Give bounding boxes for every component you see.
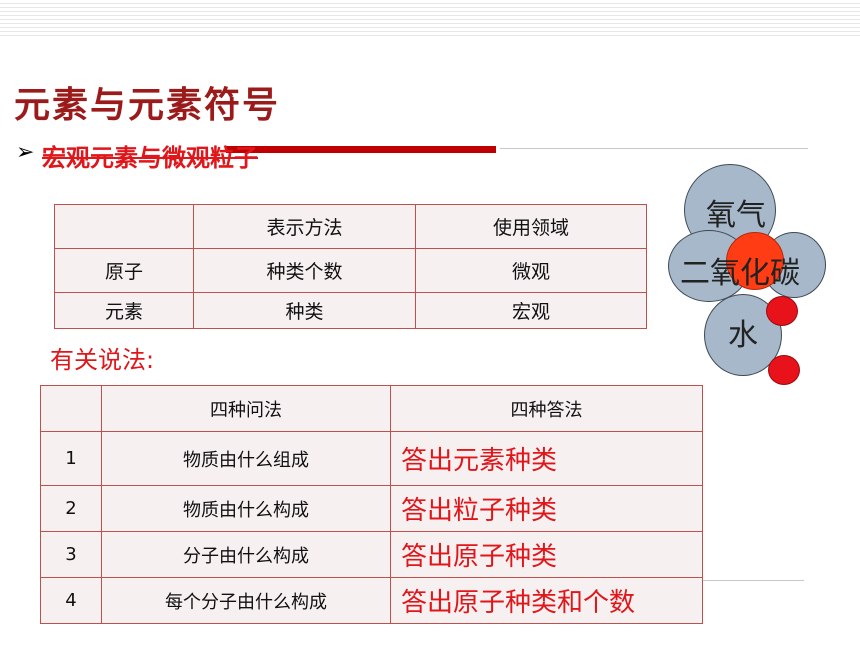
table-cell: 种类	[193, 292, 416, 329]
table-cell: 物质由什么组成	[101, 431, 391, 486]
water-label: 水	[728, 318, 758, 353]
table-row: 2 物质由什么构成 答出粒子种类	[40, 485, 703, 532]
table-cell: 4	[40, 577, 102, 624]
red-dot	[768, 355, 800, 385]
table-row: 元素 种类 宏观	[54, 292, 647, 329]
table-cell: 2	[40, 485, 102, 532]
bullet-arrow-icon: ➢	[16, 140, 35, 165]
co2-label: 二氧化碳	[680, 256, 800, 291]
related-statements-label: 有关说法:	[50, 346, 155, 374]
table-cell: 每个分子由什么构成	[101, 577, 391, 624]
atom-element-table: 表示方法 使用领域 原子 种类个数 微观 元素 种类 宏观	[54, 204, 647, 329]
table-cell: 四种答法	[390, 385, 703, 432]
table-cell: 表示方法	[193, 204, 416, 249]
table-row: 3 分子由什么构成 答出原子种类	[40, 531, 703, 578]
answer-cell: 答出原子种类和个数	[390, 577, 703, 624]
page-title: 元素与元素符号	[14, 85, 281, 126]
subtitle: 宏观元素与微观粒子	[42, 144, 258, 172]
table-row: 原子 种类个数 微观	[54, 248, 647, 293]
center-orange-circle	[726, 232, 784, 290]
table-header-row: 四种问法 四种答法	[40, 385, 703, 432]
answer-cell: 答出粒子种类	[390, 485, 703, 532]
table-cell: 种类个数	[193, 248, 416, 293]
table-cell: 3	[40, 531, 102, 578]
table-cell: 微观	[415, 248, 647, 293]
table-header-row: 表示方法 使用领域	[54, 204, 647, 249]
table-row: 4 每个分子由什么构成 答出原子种类和个数	[40, 577, 703, 624]
red-dot	[766, 296, 798, 326]
table-row: 1 物质由什么组成 答出元素种类	[40, 431, 703, 486]
table-cell: 宏观	[415, 292, 647, 329]
table-cell	[54, 204, 194, 249]
header-stripes	[0, 0, 860, 38]
title-accent-bar	[226, 146, 496, 153]
table-cell: 物质由什么构成	[101, 485, 391, 532]
table-cell: 元素	[54, 292, 194, 329]
table-cell: 原子	[54, 248, 194, 293]
divider-line	[700, 580, 804, 581]
divider-line	[500, 148, 808, 149]
table-cell: 四种问法	[101, 385, 391, 432]
question-answer-table: 四种问法 四种答法 1 物质由什么组成 答出元素种类 2 物质由什么构成 答出粒…	[40, 385, 703, 624]
oxygen-label: 氧气	[706, 198, 766, 233]
table-cell: 使用领域	[415, 204, 647, 249]
table-cell	[40, 385, 102, 432]
table-cell: 分子由什么构成	[101, 531, 391, 578]
answer-cell: 答出原子种类	[390, 531, 703, 578]
answer-cell: 答出元素种类	[390, 431, 703, 486]
table-cell: 1	[40, 431, 102, 486]
